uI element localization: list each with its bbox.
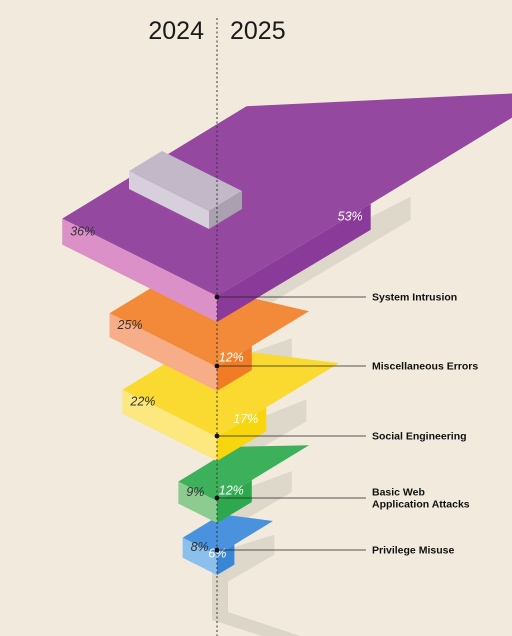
leader-dot-1 [214,294,220,300]
category-label-5: Privilege Misuse [372,545,454,557]
block-front-face-2024-5 [182,537,217,575]
value-label-2025-1: 53% [338,210,363,224]
lid-right-face [209,191,242,229]
category-label-3: Social Engineering [372,431,467,443]
block-right-face-2025-2 [217,346,252,391]
value-label-2024-5: 8% [191,540,209,554]
block-right-face-2025-5 [217,544,235,575]
block-top-face-4 [178,445,309,501]
block-front-face-2024-3 [122,389,217,461]
block-front-face-2024-4 [178,481,217,523]
block-4 [178,445,309,523]
category-label-2: Miscellaneous Errors [372,361,478,373]
lid-top-face [129,151,242,211]
blocks [62,93,512,575]
block-shadow-4 [222,534,275,585]
block-5 [182,514,273,575]
block-top-face-5 [182,514,273,555]
value-label-2024-3: 22% [129,394,155,408]
block-1 [62,93,512,322]
value-label-2025-4: 12% [219,483,244,497]
block-right-face-2025-1 [217,203,371,322]
category-label-line-3-1: Social Engineering [372,431,467,443]
shadow-trunk [212,560,300,636]
year-label-2025: 2025 [230,17,286,45]
category-label-line-4-2: Application Attacks [372,499,470,511]
leader-dot-5 [214,547,220,553]
category-label-line-5-1: Privilege Misuse [372,545,454,557]
value-label-2024-1: 36% [70,225,95,239]
category-label-line-4-1: Basic Web [372,487,425,499]
leader-dot-3 [214,433,220,439]
block-top-face-1 [62,93,512,296]
block-front-face-2024-2 [109,313,217,391]
block-front-face-2024-1 [62,218,218,322]
labels: 2024 2025 36% 53% System Intrusion 25% 12% Mi… [70,17,478,636]
category-label-line-1-1: System Intrusion [372,292,457,304]
lid-front-face [129,171,209,229]
year-label-2024: 2024 [148,17,204,45]
leader-dot-2 [214,363,220,369]
value-label-2024-4: 9% [186,485,204,499]
value-label-2024-2: 25% [117,318,143,332]
value-label-2025-2: 12% [219,351,244,365]
category-label-1: System Intrusion [372,292,457,304]
block-right-face-2025-3 [217,407,267,461]
leader-dot-4 [214,495,220,501]
block-right-face-2025-4 [217,480,252,523]
block-2 [109,278,309,391]
value-label-2025-3: 17% [233,412,258,426]
category-label-line-2-1: Miscellaneous Errors [372,361,478,373]
block-top-face-2 [109,278,309,367]
